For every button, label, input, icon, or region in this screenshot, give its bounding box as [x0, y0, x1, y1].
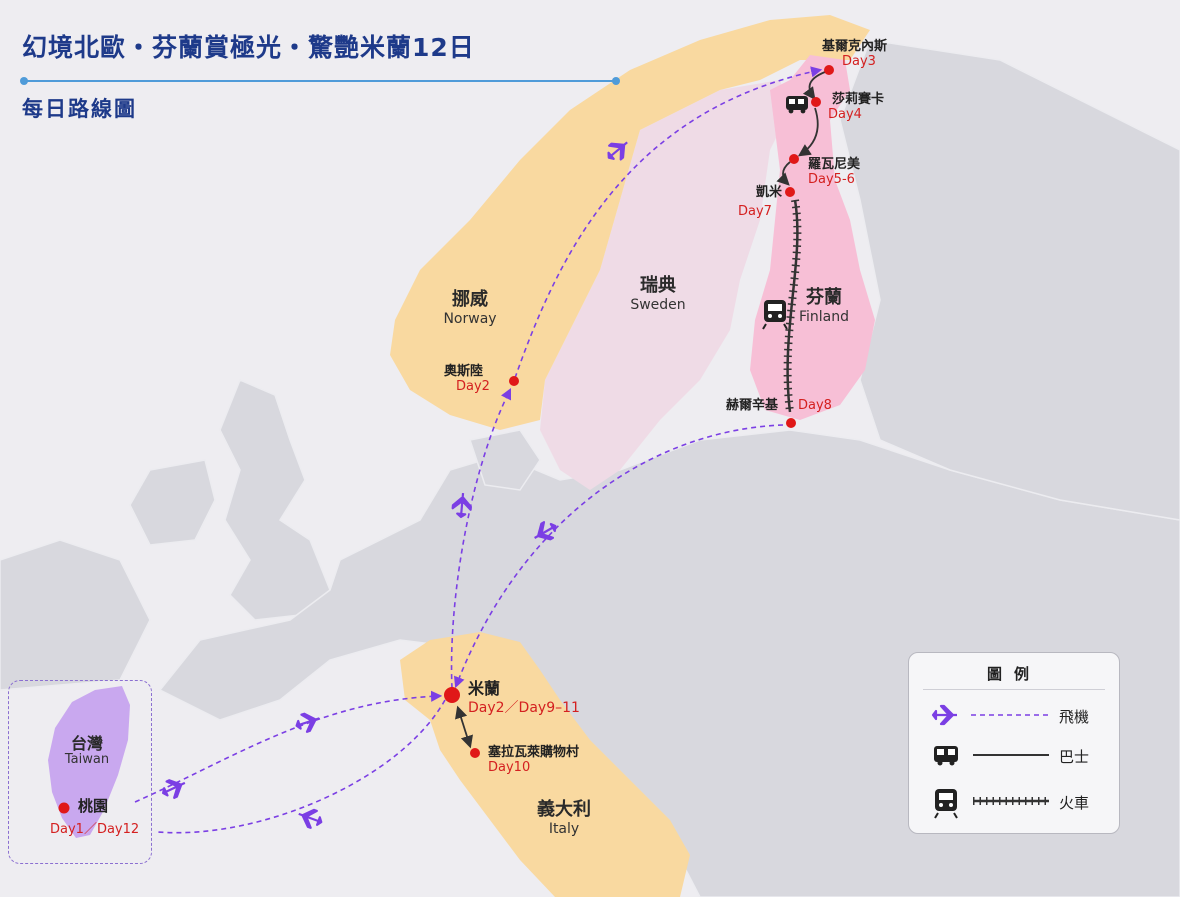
route-saariselka-rovaniemi [797, 107, 819, 157]
stop-label-taoyuan: 桃園 [78, 797, 109, 815]
flight-routes [134, 66, 823, 834]
country-label-taiwan: 台灣 Taiwan [64, 734, 110, 768]
bus-icon [934, 746, 958, 766]
stop-day: Day2／Day9–11 [468, 700, 580, 717]
stop-day: Day4 [828, 106, 862, 122]
stop-name-helsinki: 赫爾辛基 [726, 398, 779, 413]
norway-region [390, 15, 870, 430]
legend-bus-symbol [934, 746, 1049, 766]
country-label-sweden: 瑞典 Sweden [630, 275, 686, 313]
stop-day: Day3 [842, 53, 876, 69]
train-icon [762, 300, 788, 330]
stop-day-taoyuan: Day1／Day12 [50, 822, 140, 837]
page-subtitle: 每日路線圖 [22, 97, 137, 121]
stop-day-kemi: Day7 [738, 204, 772, 219]
taiwan-region [48, 686, 130, 838]
italy-region [400, 632, 690, 897]
train-icon [934, 789, 958, 819]
country-name-zh: 台灣 [70, 734, 103, 753]
legend-flight-symbol [931, 704, 1049, 726]
stop-name: 基爾克內斯 [822, 39, 888, 54]
stop-name: 米蘭 [468, 679, 501, 698]
bus-icon [786, 96, 808, 114]
country-name-en: Taiwan [64, 752, 110, 768]
bus-routes [455, 71, 826, 749]
train-route [783, 199, 802, 413]
stop-label-kirkenes: 基爾克內斯 Day3 [822, 39, 888, 70]
map-legend: 圖例 飛機 巴士 [908, 652, 1120, 834]
route-rovaniemi-kemi [776, 161, 791, 186]
country-label-finland: 芬蘭 Finland [798, 287, 850, 325]
stop-name: 羅瓦尼美 [808, 157, 861, 172]
sweden-region [540, 80, 790, 490]
country-name-zh: 義大利 [537, 799, 591, 820]
stop-marker-milan [444, 687, 460, 703]
stop-label-kemi: 凱米 [746, 185, 782, 201]
country-name-zh: 挪威 [451, 289, 488, 310]
stop-name: 桃園 [78, 797, 109, 815]
stop-marker-serravalle [470, 748, 480, 758]
stop-label-rovaniemi: 羅瓦尼美 Day5-6 [808, 157, 861, 188]
stop-marker-rovaniemi [789, 154, 799, 164]
stop-marker-helsinki [786, 418, 796, 428]
taiwan-inset-frame [8, 680, 152, 864]
stop-label-milan: 米蘭 Day2／Day9–11 [468, 679, 580, 717]
stop-marker-taoyuan [58, 802, 70, 814]
route-milan-taoyuan [157, 699, 446, 834]
legend-label-train: 火車 [1059, 794, 1090, 812]
plane-icon [292, 708, 324, 736]
stop-day-helsinki: Day8 [798, 398, 832, 413]
stop-name: 奧斯陸 [444, 364, 484, 379]
country-name-en: Sweden [630, 296, 686, 313]
route-milan-oslo [450, 387, 512, 689]
legend-train-symbol [934, 789, 1049, 819]
stop-name: 凱米 [755, 185, 782, 200]
stop-name: 塞拉瓦萊購物村 [488, 745, 580, 760]
stop-day: Day10 [488, 759, 531, 775]
title-divider [20, 77, 620, 85]
stop-label-serravalle: 塞拉瓦萊購物村 Day10 [488, 745, 580, 776]
stop-label-oslo: 奧斯陸 Day2 [444, 364, 490, 395]
finland-region [750, 55, 875, 420]
legend-divider [923, 689, 1105, 690]
page-title: 幻境北歐・芬蘭賞極光・驚艷米蘭12日 [22, 33, 475, 62]
country-label-italy: 義大利 Italy [537, 799, 591, 837]
country-name-en: Italy [548, 820, 580, 837]
stop-label-saariselka: 莎莉賽卡 Day4 [828, 92, 885, 123]
stop-marker-saariselka [811, 97, 821, 107]
stop-day: Day2 [456, 378, 490, 394]
stop-marker-kemi [785, 187, 795, 197]
route-milan-serravalle [455, 705, 473, 749]
country-name-en: Norway [443, 310, 497, 327]
route-oslo-kirkenes [514, 66, 823, 379]
legend-row-train: 火車 [909, 787, 1121, 819]
stop-marker-kirkenes [824, 65, 834, 75]
legend-label-bus: 巴士 [1059, 748, 1090, 766]
country-name-zh: 瑞典 [639, 275, 676, 296]
route-kirkenes-saariselka [802, 71, 826, 101]
stop-name: 莎莉賽卡 [832, 92, 885, 107]
stop-day: Day5-6 [808, 171, 855, 187]
legend-title: 圖例 [986, 665, 1041, 683]
plane-icon [931, 704, 957, 726]
route-taoyuan-milan [134, 690, 443, 803]
stop-marker-oslo [509, 376, 519, 386]
stop-markers [58, 65, 834, 814]
country-label-norway: 挪威 Norway [443, 289, 497, 327]
route-helsinki-milan [454, 424, 784, 689]
legend-row-flight: 飛機 [909, 701, 1121, 731]
legend-label-flight: 飛機 [1059, 708, 1090, 726]
country-name-en: Finland [798, 308, 850, 325]
country-name-zh: 芬蘭 [806, 287, 842, 308]
legend-row-bus: 巴士 [909, 741, 1121, 771]
